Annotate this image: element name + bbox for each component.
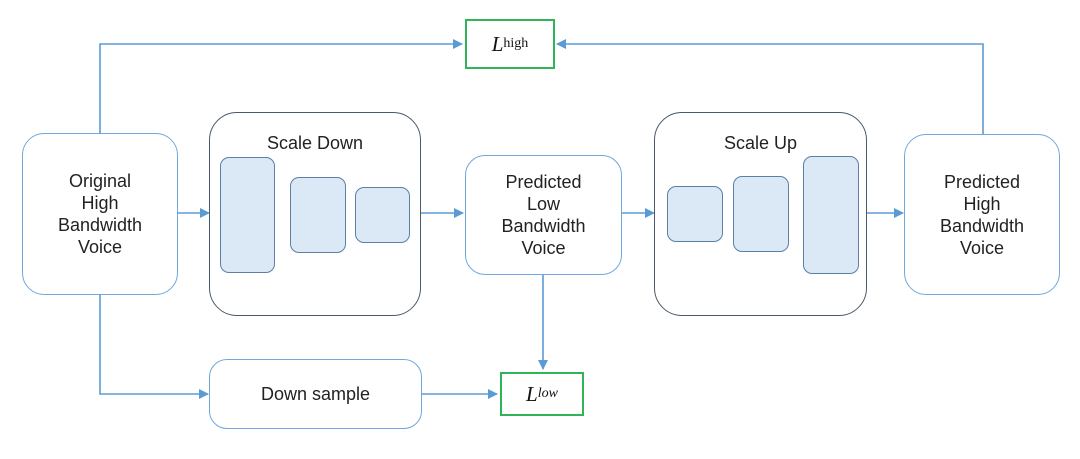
loss-high-symbol: L — [491, 31, 504, 56]
label-line: Predicted — [943, 171, 1021, 192]
predicted-low-bandwidth-voice-label: Predicted Low Bandwidth Voice — [501, 171, 585, 259]
loss-low-subscript: low — [537, 386, 558, 401]
original-high-bandwidth-voice-box: Original High Bandwidth Voice — [22, 133, 178, 295]
label-line: Voice — [959, 237, 1005, 258]
scale-down-group: Scale Down — [209, 112, 421, 316]
label-line: Voice — [521, 238, 566, 258]
down-sample-box: Down sample — [209, 359, 422, 429]
scale-down-block-small — [355, 187, 410, 243]
label-line: Bandwidth — [939, 215, 1025, 236]
label-line: High — [81, 193, 119, 213]
label-line: High — [963, 193, 1001, 214]
scale-up-block-small — [667, 186, 723, 242]
predicted-high-bandwidth-voice-box: Predicted High Bandwidth Voice — [904, 134, 1060, 295]
scale-down-block-medium — [290, 177, 346, 253]
label-line: Predicted — [505, 172, 582, 192]
label-line: Voice — [77, 237, 123, 257]
down-sample-label: Down sample — [260, 384, 371, 404]
arrow-original-to-loss-high — [99, 39, 463, 133]
loss-low-symbol: L — [526, 381, 538, 406]
predicted-high-bandwidth-voice-label: Predicted High Bandwidth Voice — [940, 171, 1024, 259]
scale-down-block-large — [220, 157, 275, 273]
label-line: Low — [526, 194, 561, 214]
label-line: Original — [68, 171, 132, 191]
label-line: Bandwidth — [57, 215, 143, 235]
scale-up-title: Scale Up — [723, 133, 798, 153]
label-line: Bandwidth — [501, 216, 586, 236]
predicted-low-bandwidth-voice-box: Predicted Low Bandwidth Voice — [465, 155, 622, 275]
loss-high-subscript: high — [503, 36, 529, 51]
scale-up-block-medium — [733, 176, 789, 252]
arrow-original-to-down-sample — [99, 295, 209, 399]
scale-up-group: Scale Up — [654, 112, 867, 316]
arrow-predicted-high-to-loss-high — [556, 39, 984, 134]
scale-up-block-large — [803, 156, 859, 274]
original-high-bandwidth-voice-label: Original High Bandwidth Voice — [58, 170, 142, 258]
scale-down-title: Scale Down — [266, 133, 364, 153]
